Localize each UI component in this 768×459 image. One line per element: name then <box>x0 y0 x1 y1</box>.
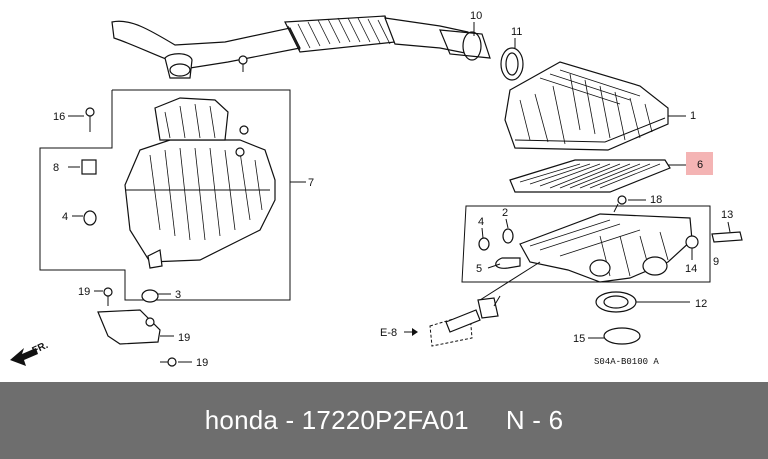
group-box-11 <box>461 205 711 283</box>
callout-12: 10 <box>470 10 482 22</box>
grommet-2 <box>502 228 514 244</box>
air-filter-element <box>509 159 671 193</box>
drawing-code: S04A-B0100 A <box>594 357 659 367</box>
ref-e8-label: E-8 <box>380 327 397 339</box>
callout-7: 12 <box>695 298 707 310</box>
callout-6-highlight <box>686 152 713 175</box>
parts-diagram: 10 11 1 6 18 9 <box>10 10 743 369</box>
footer-bar: honda - 17220P2FA01 N - 6 <box>0 382 768 459</box>
collar-10 <box>81 159 97 175</box>
grommet-3 <box>141 289 159 303</box>
callout-10: 8 <box>53 162 59 174</box>
bracket-9 <box>97 309 161 345</box>
air-cleaner-lower-case <box>519 213 693 283</box>
callout-3: 3 <box>175 289 181 301</box>
footer-part-label: honda - 17220P2FA01 N - 6 <box>204 405 564 435</box>
front-label: FR. <box>31 340 50 357</box>
callout-15: 13 <box>721 209 733 221</box>
callout-6: 6 <box>697 159 703 171</box>
callout-18: 18 <box>650 194 662 206</box>
callout-19b: 19 <box>196 357 208 369</box>
bolt-17 <box>85 107 95 132</box>
callout-1: 1 <box>690 110 696 122</box>
callout-13: 11 <box>511 26 522 38</box>
intake-duct <box>111 15 491 79</box>
bolt-18 <box>613 195 627 213</box>
air-cleaner-cover <box>504 61 669 151</box>
sensor-15 <box>711 231 743 243</box>
band-14 <box>603 327 641 345</box>
grommet-16 <box>685 235 699 249</box>
callout-8: 7 <box>308 177 314 189</box>
diagram-canvas: 10 11 1 6 18 9 <box>10 10 743 369</box>
intake-seal-13 <box>500 47 524 81</box>
bolt-19-lower <box>160 357 177 367</box>
clip-5 <box>495 257 521 269</box>
callout-4a: 4 <box>62 211 68 223</box>
bolt-19-upper <box>103 287 113 306</box>
callout-4b: 4 <box>478 216 484 228</box>
collar-4-left <box>83 210 97 226</box>
seal-7 <box>595 291 637 313</box>
callout-2: 2 <box>502 207 508 219</box>
callout-14: 15 <box>573 333 585 345</box>
callout-16: 14 <box>685 263 697 275</box>
ref-e8: E-8 <box>380 295 501 347</box>
callout-17: 16 <box>53 111 65 123</box>
resonator-chamber <box>124 97 276 269</box>
callout-19a: 19 <box>78 286 90 298</box>
collar-4-right <box>478 237 490 251</box>
callout-9: 19 <box>178 332 190 344</box>
callout-11: 9 <box>713 256 719 268</box>
front-arrow: FR. <box>10 340 50 366</box>
callout-5: 5 <box>476 263 482 275</box>
